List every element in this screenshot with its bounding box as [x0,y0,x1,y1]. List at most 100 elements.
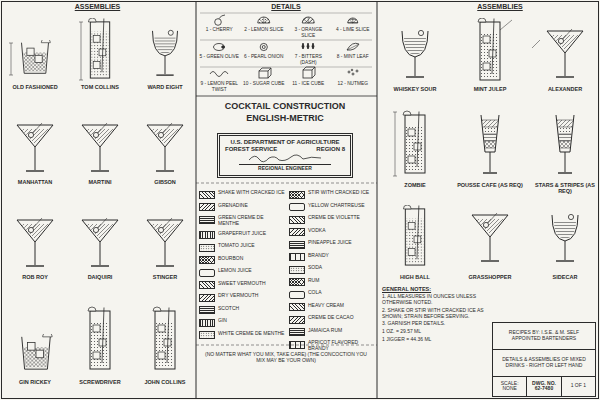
agency-text: REGIONAL ENGINEER [225,166,345,172]
detail-label: 2 - LEMON SLICE [243,27,286,33]
legend-text: DRY VERMOUTH [218,293,285,299]
drink-name: MINT JULEP [457,86,523,92]
legend-text: STIR WITH CRACKED ICE [308,190,375,196]
legend-swatch [199,331,215,339]
legend-column: SHAKE WITH CRACKED ICE GRENADINE GREEN CRE… [199,190,285,339]
legend-text: GREEN CREME DE MENTHE [218,215,285,227]
drink-name: MANHATTAN [5,179,65,185]
detail-label: 4 - LIME SLICE [332,27,375,33]
legend-item: PINEAPPLE JUICE [289,240,375,249]
legend-text: BRANDY [308,253,375,259]
legend-text: APRICOT FLAVORED BRANDY [308,340,375,352]
drink-name: HIGH BALL [382,274,448,280]
legend-text: VODKA [308,228,375,234]
legend-text: LEMON JUICE [218,268,285,274]
legend-swatch [289,203,305,211]
section-heading: ASSEMBLIES [430,3,570,11]
legend-item: BRANDY [289,253,375,262]
legend-text: BOURBON [218,256,285,262]
legend-item: STIR WITH CRACKED ICE [289,190,375,199]
legend-text: SWEET VERMOUTH [218,281,285,287]
agency-row: FOREST SERVICEREGION 8 [225,146,345,153]
title-cell: DWG. NO. 62-7480 [527,377,561,397]
drink-name: SIDECAR [532,274,598,280]
detail-label: 10 - SUGAR CUBE [243,81,286,87]
title-cell: DETAILS & ASSEMBLIES OF MIXED DRINKS - R… [493,350,595,377]
legend-text: RUM [308,278,375,284]
legend-text: CREME DE CACAO [308,315,375,321]
title-block-text: RECIPES BY: I.S.E. & M. SELF APPOINTED B… [496,330,592,342]
legend-swatch [289,216,305,224]
drink-name: ZOMBIE [382,182,448,188]
legend-item: SODA [289,265,375,274]
title-block-text: 1 OF 1 [571,383,586,389]
drink-name: GIN RICKEY [5,379,65,385]
detail-label: 11 - ICE CUBE [287,81,330,87]
drink-name: POUSSE CAFE (AS REQ) [457,182,523,188]
legend-item: BOURBON [199,256,285,265]
title-cell: 1 OF 1 [562,377,595,397]
legend-item: RUM [289,278,375,287]
legend-swatch [199,281,215,289]
legend-text: SHAKE WITH CRACKED ICE [218,190,285,196]
legend-item: LEMON JUICE [199,268,285,277]
legend-swatch [289,266,305,274]
legend-swatch [289,316,305,324]
legend-text: GRAPEFRUIT JUICE [218,231,285,237]
legend-swatch [199,203,215,211]
legend-item: APRICOT FLAVORED BRANDY [289,340,375,352]
legend-swatch [289,191,305,199]
drink-name: ROB ROY [5,274,65,280]
legend-text: TOMATO JUICE [218,243,285,249]
legend-swatch [199,319,215,327]
legend-swatch [289,291,305,299]
legend-item: COLA [289,290,375,299]
legend-text: SODA [308,265,375,271]
drink-name: ALEXANDER [532,86,598,92]
note-text: 3. GARNISH PER DETAILS. [382,321,488,327]
section-heading: ASSEMBLIES [50,3,145,11]
legend-item: GRENADINE [199,203,285,212]
legend-item: WHITE CREME DE MENTHE [199,331,285,340]
legend-swatch [199,244,215,252]
legend-swatch [199,216,215,224]
legend-item: JAMAICA RUM [289,328,375,337]
legend-swatch [289,253,305,261]
legend-swatch [199,269,215,277]
note-text: (NO MATTER WHAT YOU MIX, TAKE CARE) (THE… [200,352,372,364]
legend-text: HEAVY CREAM [308,303,375,309]
legend-text: COLA [308,290,375,296]
legend-item: GIN [199,318,285,327]
legend-item: GREEN CREME DE MENTHE [199,215,285,227]
drink-name: DAIQUIRI [70,274,130,280]
legend-swatch [289,241,305,249]
drink-name: TOM COLLINS [70,84,130,90]
agency-box: U.S. DEPARTMENT OF AGRICULTUREFOREST SER… [217,133,353,178]
drink-name: GRASSHOPPER [457,274,523,280]
legend-text: YELLOW CHARTREUSE [308,203,375,209]
agency-text: FOREST SERVICE [225,146,277,153]
legend-swatch [199,294,215,302]
legend-text: JAMAICA RUM [308,328,375,334]
legend-item: GRAPEFRUIT JUICE [199,231,285,240]
drink-name: STARS & STRIPES (AS REQ) [532,182,598,195]
detail-label: 3 - ORANGE SLICE [287,27,330,38]
title-row: SCALE: NONEDWG. NO. 62-74801 OF 1 [493,377,595,397]
legend-item: SCOTCH [199,306,285,315]
legend-text: GRENADINE [218,203,285,209]
drink-name: WHISKEY SOUR [382,86,448,92]
legend-swatch [289,278,305,286]
section-heading: DETAILS [236,3,336,11]
legend-swatch [289,328,305,336]
note-text: 1 JIGGER = 44.36 ML [382,337,488,343]
legend-swatch [199,231,215,239]
title-block: RECIPES BY: I.S.E. & M. SELF APPOINTED B… [492,322,596,398]
legend-item: DRY VERMOUTH [199,293,285,302]
drink-name: WARD EIGHT [135,84,195,90]
note-text: 1 OZ. = 29.57 ML [382,329,488,335]
legend-text: PINEAPPLE JUICE [308,240,375,246]
detail-label: 1 - CHERRY [198,27,241,33]
general-notes: GENERAL NOTES:1. ALL MEASURES IN OUNCES … [382,286,488,343]
drink-name: MARTINI [70,179,130,185]
